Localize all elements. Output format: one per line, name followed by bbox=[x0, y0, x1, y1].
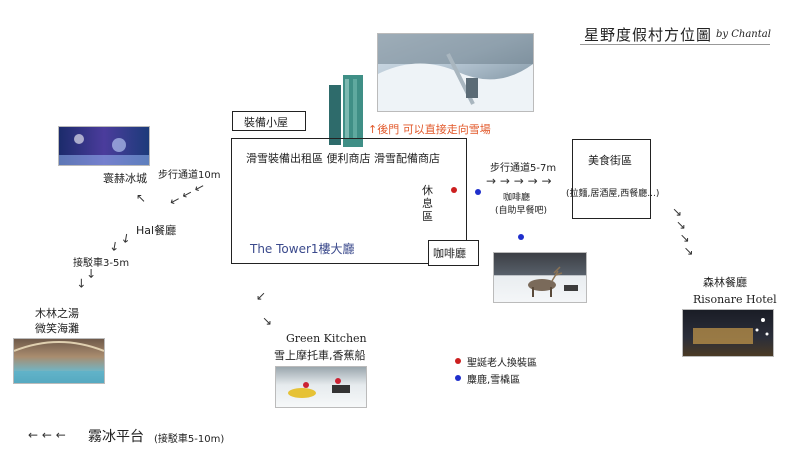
food-street-label: 美食街區 bbox=[588, 154, 632, 167]
small-cafe-label: 咖啡廳 bbox=[503, 193, 531, 203]
legend-reindeer-label: 麋鹿,雪橇區 bbox=[467, 375, 521, 386]
ski-slope-photo bbox=[377, 33, 534, 112]
map-title: 星野度假村方位圖 bbox=[584, 26, 713, 44]
forest-restaurant-photo bbox=[682, 309, 774, 357]
to-ice-village-arrow: ↖ bbox=[136, 191, 147, 205]
rest-area-label: 休息區 bbox=[422, 184, 433, 223]
shuttle-left-label: 接駁車3-5m bbox=[73, 258, 130, 269]
green-kitchen-label: Green Kitchen bbox=[286, 332, 367, 345]
food-street-box bbox=[572, 139, 651, 219]
forest-bath-label-2: 微笑海灘 bbox=[35, 322, 79, 335]
small-cafe-desc: (自助早餐吧) bbox=[495, 206, 548, 216]
legend-reindeer-dot bbox=[455, 375, 461, 381]
shuttle-left-arrows: ↙ ↙ bbox=[72, 264, 100, 292]
reindeer-dot-lower bbox=[518, 234, 524, 240]
walkway-left-arrows: ← ← ← bbox=[166, 178, 207, 210]
title-underline bbox=[580, 44, 770, 45]
back-door-note: ↑後門 可以直接走向雪場 bbox=[368, 123, 491, 136]
santa-dot-main bbox=[451, 187, 457, 193]
tower-lobby-label: The Tower1樓大廳 bbox=[250, 242, 355, 256]
hal-restaurant-label: Hal餐廳 bbox=[136, 224, 177, 237]
tower-photo bbox=[329, 73, 365, 147]
forest-bath-photo bbox=[13, 338, 105, 384]
forest-restaurant-label: 森林餐廳 bbox=[703, 276, 747, 289]
ice-village-label: 寰赫冰城 bbox=[103, 172, 147, 185]
ice-terrace-shuttle: (接駁車5-10m) bbox=[154, 434, 225, 445]
ice-terrace-label: 霧冰平台 bbox=[88, 429, 144, 445]
equipment-hut-label: 裝備小屋 bbox=[244, 116, 288, 129]
equipment-hut-box bbox=[232, 111, 306, 131]
legend-santa-label: 聖誕老人換裝區 bbox=[467, 358, 537, 369]
ice-terrace-arrows: ← ← ← bbox=[28, 428, 66, 442]
walkway-right-label: 步行通道5-7m bbox=[490, 163, 557, 174]
main-building-extension bbox=[428, 240, 479, 266]
hal-down-arrows: ↙ ↙ bbox=[106, 229, 134, 255]
forest-bath-label-1: 木林之湯 bbox=[35, 307, 79, 320]
forest-restaurant-arrows: ↘ ↘ ↘ ↘ bbox=[672, 205, 694, 258]
author-credit: by Chantal bbox=[716, 29, 771, 40]
snowmobile-photo bbox=[275, 366, 367, 408]
risonare-label: Risonare Hotel bbox=[693, 293, 777, 306]
cafe-label: 咖啡廳 bbox=[433, 247, 466, 260]
walkway-left-label: 步行通道10m bbox=[158, 170, 221, 181]
main-building bbox=[231, 138, 467, 264]
ice-village-photo bbox=[58, 126, 150, 166]
main-shops-label: 滑雪裝備出租區 便利商店 滑雪配備商店 bbox=[246, 152, 440, 165]
food-street-desc: (拉麵,居酒屋,西餐廳...) bbox=[566, 189, 660, 199]
green-kitchen-arrows-1: ↙ bbox=[256, 289, 267, 303]
reindeer-photo bbox=[493, 252, 587, 303]
legend-santa-dot bbox=[455, 358, 461, 364]
green-kitchen-arrows-2: ↘ bbox=[262, 314, 273, 328]
reindeer-dot-main bbox=[475, 189, 481, 195]
green-kitchen-desc: 雪上摩托車,香蕉船 bbox=[274, 349, 366, 362]
walkway-right-arrows: → → → → → bbox=[486, 174, 552, 188]
